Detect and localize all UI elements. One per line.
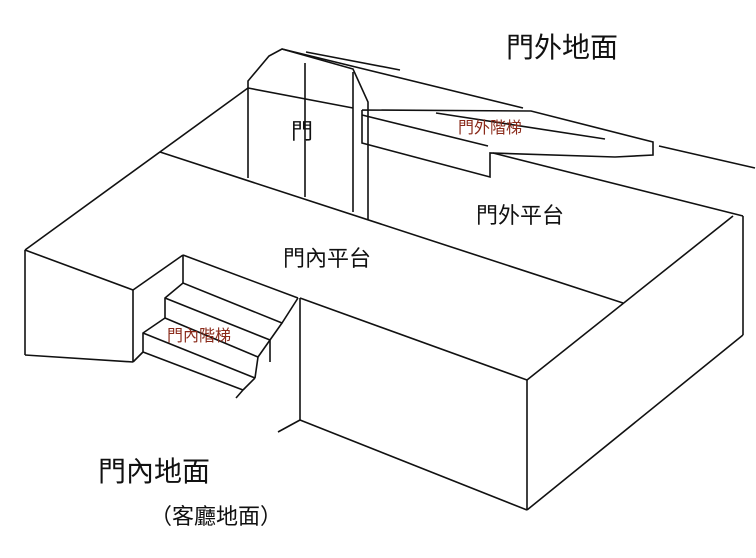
label-door: 門 [291, 120, 314, 145]
label-living-room-floor: （客廳地面） [150, 505, 283, 530]
door-frame [247, 48, 524, 220]
outside-platform-block [277, 152, 744, 511]
label-inside-ground: 門內地面 [98, 455, 211, 488]
label-outside-stairs: 門外階梯 [458, 118, 523, 137]
label-inside-platform: 門內平台 [283, 247, 372, 272]
outside-stairs-lines [361, 109, 756, 179]
inside-platform-block [24, 87, 624, 363]
label-inside-stairs: 門內階梯 [167, 326, 232, 345]
label-outside-ground: 門外地面 [506, 31, 619, 64]
label-outside-platform: 門外平台 [476, 204, 565, 229]
inside-stairs-lines [132, 282, 299, 399]
